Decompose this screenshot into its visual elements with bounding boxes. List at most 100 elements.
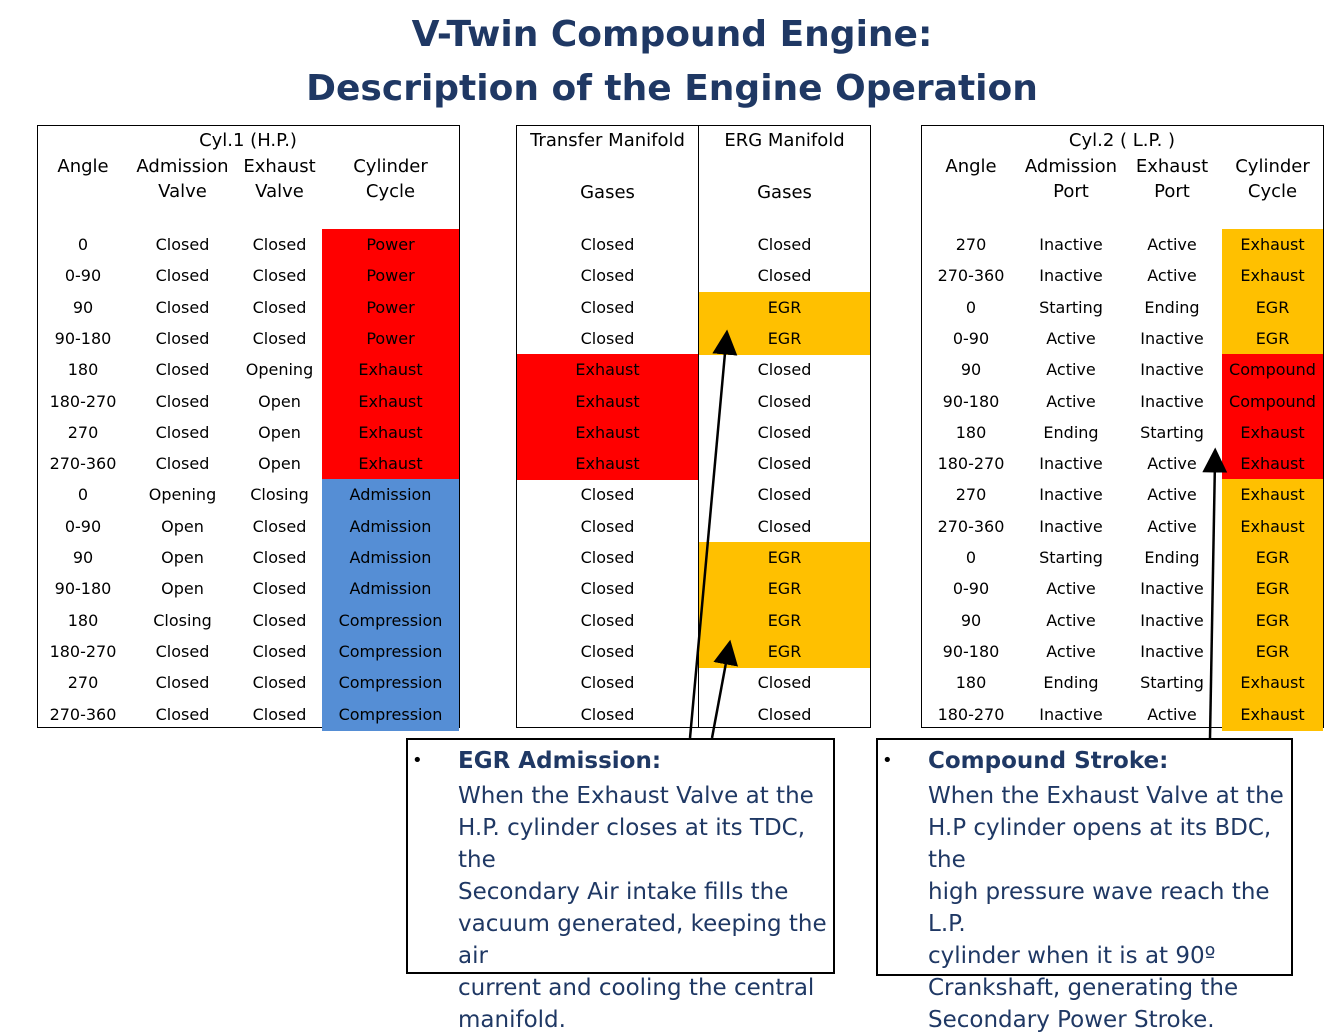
page-title-line1: V-Twin Compound Engine: (411, 14, 933, 55)
cyl1-cell: 180-270 (49, 391, 117, 411)
cyl1-cell: Opening (148, 485, 217, 505)
manifold-cell: Closed (757, 391, 812, 411)
cyl2-cell: 270 (955, 485, 987, 505)
cyl1-cell: Exhaust (322, 448, 459, 481)
cyl2-cell: Exhaust (1222, 260, 1323, 293)
cyl1-cell: 90 (72, 548, 94, 567)
manifold-cell: Closed (580, 579, 635, 599)
cyl1-cell: Power (322, 229, 459, 261)
cyl1-cell: Admission (322, 479, 459, 512)
cyl2-cell: Exhaust (1222, 510, 1323, 543)
cyl1-cell: Closed (252, 266, 307, 286)
cyl2-col-admission: Admission Port (1024, 156, 1118, 202)
cyl2-cell: 0 (965, 297, 977, 317)
cyl2-cell: 180-270 (937, 454, 1005, 474)
cyl2-cell: EGR (1222, 573, 1323, 606)
manifold-cell: Exhaust (517, 416, 698, 449)
cyl1-cell: Admission (322, 573, 459, 606)
cyl2-cell: Inactive (1039, 516, 1103, 536)
manifold-cell: Closed (757, 235, 812, 254)
cyl2-cell: EGR (1222, 542, 1323, 574)
manifold-cell: Closed (757, 454, 812, 474)
cyl2-cell: Exhaust (1222, 448, 1323, 481)
cyl2-cell: Inactive (1039, 485, 1103, 505)
cyl2-cell: 270-360 (937, 516, 1005, 536)
cyl1-group-header: Cyl.1 (H.P.) (199, 130, 297, 151)
egr-note-body: When the Exhaust Valve at the H.P. cylin… (458, 783, 827, 1033)
egr-note-title: EGR Admission: (458, 748, 662, 774)
cyl2-cell: Active (1147, 704, 1197, 724)
cyl2-cell: EGR (1222, 635, 1323, 668)
cyl1-cell: Closed (155, 422, 210, 442)
cyl1-cell: 0-90 (64, 266, 102, 286)
cyl2-cell: EGR (1222, 604, 1323, 637)
cyl2-cell: Active (1046, 641, 1096, 661)
cyl1-cell: Open (258, 454, 301, 474)
cyl2-cell: Active (1046, 328, 1096, 348)
manifold-cell: EGR (699, 542, 870, 574)
cyl1-cell: 180-270 (49, 641, 117, 661)
cyl1-cell: Closed (252, 297, 307, 317)
cyl1-cell: 180 (67, 610, 99, 630)
cyl2-cell: 0-90 (952, 579, 990, 599)
manifold-cell: Closed (580, 704, 635, 724)
cyl2-cell: Inactive (1039, 266, 1103, 286)
cyl1-cell: Closed (155, 235, 210, 254)
cyl1-cell: Closed (155, 297, 210, 317)
cyl1-cell: 90-180 (54, 579, 112, 599)
cyl2-cell: Active (1046, 610, 1096, 630)
cyl2-cell: Inactive (1140, 391, 1204, 411)
cyl1-cell: Closing (250, 485, 309, 505)
cyl2-cell: 270 (955, 235, 987, 254)
cyl1-cell: Closed (155, 328, 210, 348)
erg-manifold-header: ERG Manifold (724, 130, 845, 151)
manifold-cell: Closed (580, 548, 635, 567)
cyl1-col-angle: Angle (57, 156, 109, 177)
cyl2-cell: Exhaust (1222, 479, 1323, 512)
arrow-egr-1 (688, 329, 738, 739)
cyl2-col-cycle: Cylinder Cycle (1235, 156, 1310, 202)
cyl1-cell: Closed (155, 704, 210, 724)
cyl1-cell: Closed (155, 454, 210, 474)
cyl1-cell: Closed (155, 391, 210, 411)
manifold-cell: Closed (580, 673, 635, 693)
cyl2-cell: Inactive (1039, 704, 1103, 724)
cyl2-cell: Ending (1043, 422, 1099, 442)
cyl1-cell: Closing (153, 610, 212, 630)
cyl2-cell: Inactive (1039, 454, 1103, 474)
manifold-cell: Closed (757, 485, 812, 505)
cyl2-group-header: Cyl.2 ( L.P. ) (1068, 130, 1176, 151)
cyl1-cell: Closed (252, 548, 307, 567)
compound-note-title: Compound Stroke: (928, 748, 1169, 774)
page-title-line2: Description of the Engine Operation (306, 68, 1038, 109)
cyl1-cell: 0 (77, 235, 89, 254)
cyl1-cell: Closed (252, 673, 307, 693)
cyl2-cell: Inactive (1140, 641, 1204, 661)
cyl2-cell: Starting (1039, 297, 1103, 317)
cyl1-cell: Power (322, 322, 459, 355)
cyl2-cell: Ending (1043, 673, 1099, 693)
egr-admission-note: • EGR Admission: When the Exhaust Valve … (406, 738, 835, 1033)
cyl2-cell: Active (1147, 454, 1197, 474)
cyl1-cell: Compression (322, 667, 459, 700)
cyl2-cell: Ending (1144, 548, 1200, 567)
cyl1-cell: Closed (252, 641, 307, 661)
cyl2-cell: Active (1147, 266, 1197, 286)
cyl1-cell: Power (322, 260, 459, 293)
compound-stroke-note: • Compound Stroke: When the Exhaust Valv… (876, 738, 1293, 1033)
cyl1-table (37, 125, 460, 728)
cyl1-col-exhaust: Exhaust Valve (243, 156, 316, 202)
bullet: • (882, 750, 893, 771)
cyl1-cell: Closed (155, 360, 210, 380)
manifold-cell: Closed (580, 516, 635, 536)
manifold-cell: Closed (580, 328, 635, 348)
cyl1-cell: Admission (322, 510, 459, 543)
cyl1-cell: Exhaust (322, 416, 459, 449)
cyl2-cell: Ending (1144, 297, 1200, 317)
compound-note-body: When the Exhaust Valve at the H.P cylind… (928, 783, 1284, 1033)
cyl2-cell: 270-360 (937, 266, 1005, 286)
cyl1-cell: 0 (77, 485, 89, 505)
arrow-egr-2 (710, 639, 739, 739)
manifold-cell: Closed (757, 704, 812, 724)
transfer-manifold-sub: Gases (580, 182, 635, 203)
